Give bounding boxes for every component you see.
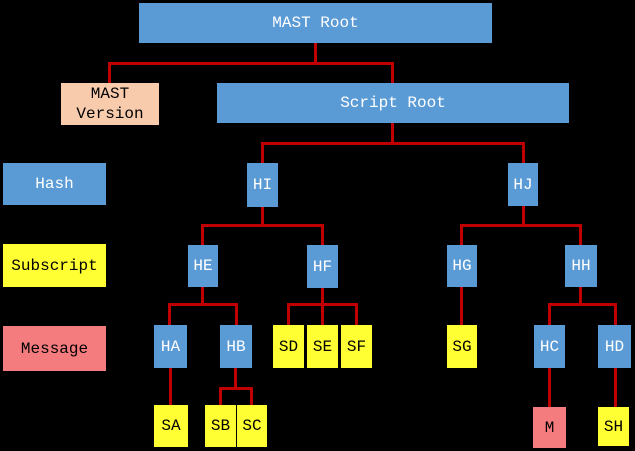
- connector-segment: [460, 224, 582, 227]
- connector-segment: [460, 224, 463, 245]
- connector-segment: [261, 207, 264, 227]
- connector-segment: [391, 123, 394, 145]
- node-sg: SG: [447, 325, 477, 368]
- connector-segment: [579, 224, 582, 245]
- connector-segment: [201, 224, 204, 245]
- connector-segment: [201, 224, 324, 227]
- connector-segment: [614, 303, 617, 325]
- node-script-root: Script Root: [217, 83, 569, 123]
- node-hc: HC: [534, 325, 565, 368]
- node-mast-version: MAST Version: [61, 83, 159, 125]
- node-hh: HH: [565, 245, 597, 287]
- node-m: M: [533, 407, 566, 448]
- connector-segment: [321, 224, 324, 245]
- node-ha: HA: [154, 325, 187, 368]
- legend-hash: Hash: [3, 163, 106, 205]
- connector-segment: [579, 287, 582, 305]
- node-hd: HD: [598, 325, 631, 368]
- connector-segment: [234, 368, 237, 389]
- node-sc: SC: [237, 405, 267, 447]
- connector-segment: [219, 387, 253, 390]
- connector-segment: [235, 303, 238, 325]
- connector-segment: [321, 303, 324, 325]
- connector-segment: [522, 142, 525, 163]
- connector-segment: [261, 142, 264, 163]
- connector-segment: [314, 43, 317, 65]
- connector-segment: [250, 387, 253, 405]
- connector-segment: [287, 303, 290, 325]
- node-hf: HF: [307, 245, 338, 288]
- connector-segment: [169, 368, 172, 405]
- node-hg: HG: [447, 245, 477, 287]
- connector-segment: [548, 303, 617, 306]
- connector-segment: [168, 303, 238, 306]
- connector-segment: [321, 288, 324, 306]
- node-sb: SB: [205, 405, 236, 447]
- node-hi: HI: [247, 163, 278, 207]
- node-he: HE: [188, 245, 218, 287]
- node-sd: SD: [273, 325, 304, 368]
- connector-segment: [261, 142, 525, 145]
- node-sa: SA: [154, 405, 188, 447]
- node-sf: SF: [341, 325, 372, 368]
- connector-segment: [548, 368, 551, 407]
- legend-message: Message: [3, 326, 106, 371]
- connector-segment: [201, 287, 204, 306]
- connector-segment: [219, 387, 222, 405]
- node-hb: HB: [220, 325, 252, 368]
- connector-segment: [548, 303, 551, 325]
- connector-segment: [108, 62, 394, 65]
- node-sh: SH: [598, 407, 629, 446]
- connector-segment: [460, 287, 463, 325]
- connector-segment: [614, 368, 617, 407]
- node-mast-root: MAST Root: [139, 3, 492, 43]
- connector-segment: [522, 206, 525, 227]
- legend-subscript: Subscript: [3, 244, 106, 287]
- node-hj: HJ: [508, 163, 538, 206]
- connector-segment: [355, 303, 358, 325]
- connector-segment: [391, 62, 394, 83]
- connector-segment: [168, 303, 171, 325]
- connector-segment: [108, 62, 111, 83]
- node-se: SE: [307, 325, 338, 368]
